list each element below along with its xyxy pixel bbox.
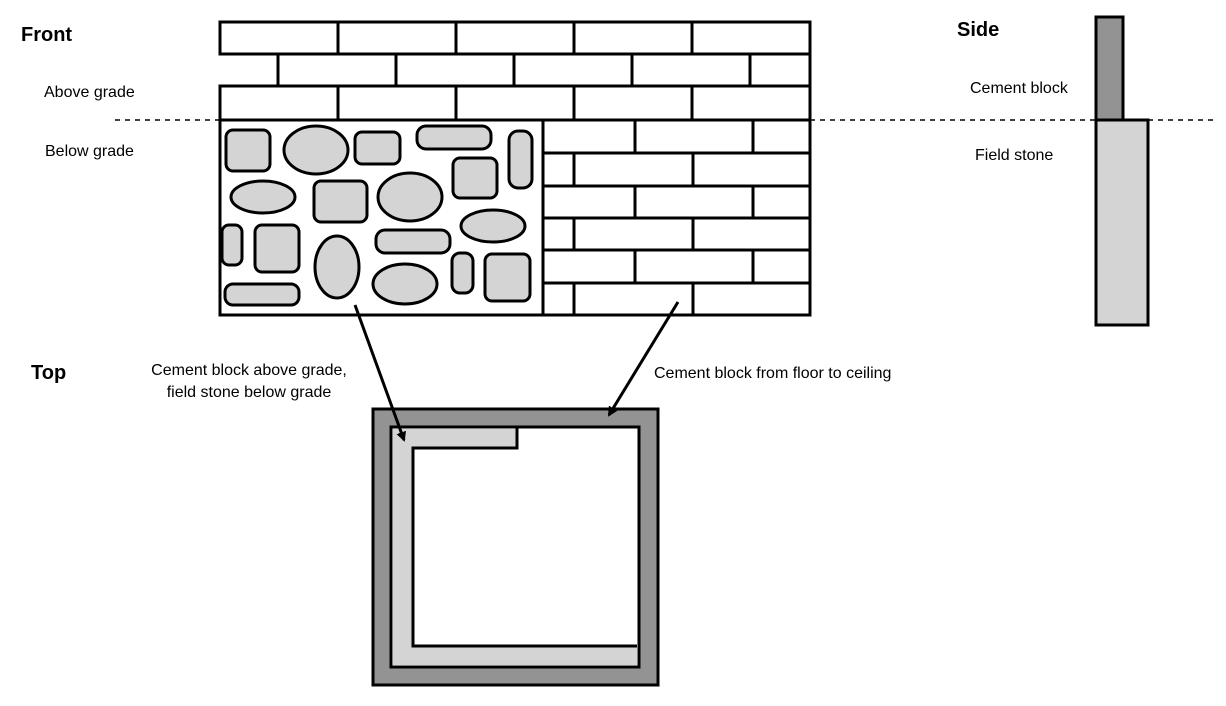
brick [751, 118, 812, 155]
brick [541, 248, 637, 285]
brick [336, 84, 458, 122]
field-stone [224, 128, 272, 173]
field-stone [459, 208, 527, 244]
brick [751, 184, 812, 220]
brick [572, 216, 695, 252]
brick [572, 151, 695, 188]
arrow-cement-block-callout [607, 301, 680, 417]
field-stone [376, 171, 444, 223]
front-brick-wall-below-grade [541, 118, 812, 317]
side-cement-block-label: Cement block [970, 80, 1069, 97]
brick [218, 84, 340, 122]
field-stone [229, 179, 297, 215]
brick [336, 20, 458, 56]
arrow-field-stone-callout [353, 304, 406, 442]
field-stone [282, 124, 350, 176]
field-stone [451, 156, 499, 200]
top-field-stone-edge [411, 428, 637, 648]
front-title: Front [21, 24, 72, 46]
brick [394, 52, 516, 88]
brick [512, 52, 634, 88]
brick [630, 52, 752, 88]
field-stone [223, 282, 301, 307]
brick [572, 84, 694, 122]
side-field-stone-label: Field stone [975, 147, 1053, 164]
brick [748, 52, 812, 88]
callout-right: Cement block from floor to ceiling [654, 365, 891, 382]
brick [691, 281, 812, 317]
callout-left-line2: field stone below grade [167, 384, 332, 401]
brick [690, 84, 812, 122]
field-stone [374, 228, 452, 255]
brick [218, 20, 340, 56]
field-stone [450, 251, 475, 295]
brick [572, 20, 694, 56]
brick [541, 216, 576, 252]
side-cement-block [1094, 15, 1125, 122]
brick [633, 118, 755, 155]
brick [276, 52, 398, 88]
brick [633, 184, 755, 220]
top-title: Top [31, 362, 66, 384]
brick [541, 118, 637, 155]
side-field-stone [1094, 118, 1150, 327]
field-stone [507, 129, 534, 190]
field-stones [220, 124, 534, 307]
field-stone [353, 130, 402, 166]
callout-left-line1: Cement block above grade, [151, 362, 347, 379]
brick [541, 151, 576, 188]
field-stone [253, 223, 301, 274]
field-stone [483, 252, 532, 303]
front-brick-wall-above-grade [218, 20, 812, 122]
below-grade-label: Below grade [45, 143, 134, 160]
side-title: Side [957, 19, 999, 41]
brick [633, 248, 755, 285]
brick [690, 20, 812, 56]
top-inner-area [389, 425, 641, 669]
field-stone [415, 124, 493, 151]
brick [541, 184, 637, 220]
brick [691, 216, 812, 252]
brick [454, 84, 576, 122]
brick [454, 20, 576, 56]
brick [572, 281, 695, 317]
field-stone [313, 234, 361, 300]
above-grade-label: Above grade [44, 84, 135, 101]
field-stone [312, 179, 369, 224]
brick [751, 248, 812, 285]
field-stone [220, 223, 244, 267]
brick [691, 151, 812, 188]
brick [541, 281, 576, 317]
field-stone [371, 262, 439, 306]
